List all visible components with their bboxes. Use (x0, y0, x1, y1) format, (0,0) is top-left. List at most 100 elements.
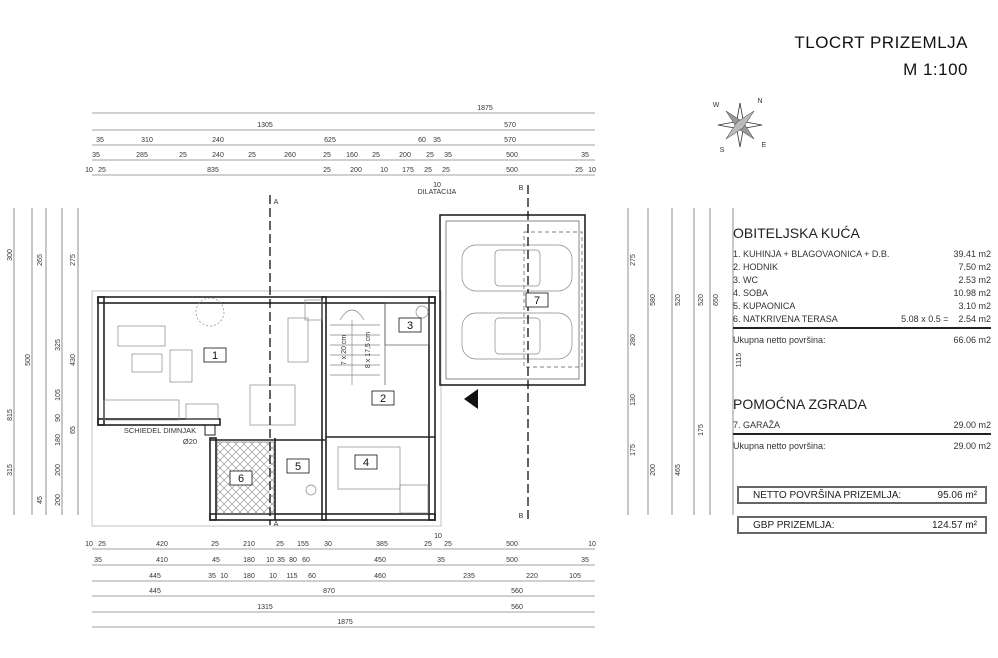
dimension-label: 520 (698, 294, 705, 306)
dimension-label: 45 (37, 496, 44, 504)
dimension-label: 10 (85, 167, 93, 174)
dimension-label: 310 (141, 137, 153, 144)
dimension-label: 115 (286, 573, 297, 580)
legend-item-area: 10.98 m2 (953, 287, 991, 298)
dimension-label: 460 (374, 573, 386, 580)
dimension-label: 25 (372, 152, 380, 159)
dimension-label: 80 (289, 557, 297, 564)
aux-item-label: 7. GARAŽA (733, 419, 781, 430)
dimension-label: 1875 (477, 105, 493, 112)
legend-item-label: 4. SOBA (733, 287, 769, 298)
room-number-box (229, 470, 253, 486)
legend-item: 1. KUHINJA + BLAGOVAONICA + D.B.39.41 m2 (733, 247, 991, 260)
stairs-note-1: 7 x 20 cm (341, 335, 348, 366)
dimension-label: 25 (179, 152, 187, 159)
dimension-label: 430 (70, 354, 77, 366)
dimension-label: 500 (506, 541, 518, 548)
dimension-label: 180 (243, 557, 255, 564)
dimension-label: 60 (418, 137, 426, 144)
dimension-label: 560 (511, 604, 523, 611)
dimension-label: 10 (269, 573, 277, 580)
dimension-label: 160 (346, 152, 358, 159)
legend-item-calc: 5.08 x 0.5 = (901, 313, 949, 324)
dimension-label: 200 (399, 152, 411, 159)
legend-house-items: 1. KUHINJA + BLAGOVAONICA + D.B.39.41 m2… (733, 247, 991, 325)
dimension-label: 35 (444, 152, 452, 159)
dimension-label: 500 (25, 354, 32, 366)
compass-label: N (757, 98, 762, 105)
dimension-label: 35 (92, 152, 100, 159)
dimension-label: 560 (511, 588, 523, 595)
dimension-label: 445 (149, 573, 161, 580)
dimension-label: 520 (675, 294, 682, 306)
dimension-label: 1115 (736, 353, 743, 368)
dimension-label: 45 (212, 557, 220, 564)
section-b-bottom: B (519, 513, 524, 520)
compass-label: S (720, 147, 725, 154)
dimension-label: 105 (569, 573, 581, 580)
dimension-label: 35 (96, 137, 104, 144)
room-number: 5 (295, 461, 301, 473)
dimension-label: 10 (266, 557, 274, 564)
section-b-top: B (519, 185, 524, 192)
gbp-area-box: GBP PRIZEMLJA:124.57 m² (737, 516, 987, 534)
compass-label: W (713, 102, 720, 109)
dimension-label: 315 (7, 464, 14, 476)
dimension-label: 90 (55, 414, 62, 422)
furniture (103, 297, 429, 514)
room-number: 4 (363, 457, 369, 469)
legend-total-row: Ukupna netto površina:29.00 m2 (733, 439, 991, 452)
legend-item-area: 2.53 m2 (958, 274, 991, 285)
dimension-label: 35 (581, 152, 589, 159)
dimension-label: 130 (630, 394, 637, 406)
room-number: 6 (238, 473, 244, 485)
dimension-label: 10 (434, 533, 442, 540)
legend-total-row: Ukupna netto površina:66.06 m2 (733, 333, 991, 346)
dimension-label: 30 (324, 541, 332, 548)
netto-area-box: NETTO POVRŠINA PRIZEMLJA: 95.06 m² (737, 486, 987, 504)
dimension-label: 180 (243, 573, 255, 580)
dimension-label: 220 (526, 573, 538, 580)
room-number: 7 (534, 295, 540, 307)
dimension-label: 870 (323, 588, 335, 595)
legend-item-label: 3. WC (733, 274, 759, 285)
section-a-top: A (274, 199, 279, 206)
dimension-label: 625 (324, 137, 336, 144)
dimension-label: 500 (506, 557, 518, 564)
dimension-label: 650 (713, 294, 720, 306)
dimension-label: 25 (424, 541, 432, 548)
dimension-label: 240 (212, 152, 224, 159)
room-number-box (398, 317, 422, 333)
dimension-label: 450 (374, 557, 386, 564)
room-number-box (203, 347, 227, 363)
dimension-label: 25 (98, 167, 106, 174)
gbp-label: GBP PRIZEMLJA: (753, 519, 835, 531)
dimension-label: 410 (156, 557, 168, 564)
dimension-label: 175 (630, 444, 637, 456)
dimension-label: 25 (323, 152, 331, 159)
room-number: 3 (407, 320, 413, 332)
dimension-label: 285 (136, 152, 148, 159)
dimension-label: 420 (156, 541, 168, 548)
compass-label: E (762, 142, 767, 149)
netto-value: 95.06 m² (937, 489, 977, 501)
dimension-label: 260 (284, 152, 296, 159)
chimney-diameter: Ø20 (183, 437, 197, 446)
car-icon (461, 312, 573, 360)
dimension-label: 570 (504, 122, 516, 129)
legend-house: OBITELJSKA KUĆA 1. KUHINJA + BLAGOVAONIC… (733, 225, 991, 346)
legend-item-area: 2.54 m2 (958, 313, 991, 324)
section-a-bottom: A (274, 521, 279, 528)
legend-house-heading: OBITELJSKA KUĆA (733, 225, 860, 241)
stairs (330, 309, 380, 385)
netto-label: NETTO POVRŠINA PRIZEMLJA: (753, 489, 902, 501)
legend-item-area: 3.10 m2 (958, 300, 991, 311)
dimension-label: 570 (504, 137, 516, 144)
aux-total-value: 29.00 m2 (953, 440, 991, 451)
dimension-label: 25 (575, 167, 583, 174)
divider (733, 327, 991, 329)
